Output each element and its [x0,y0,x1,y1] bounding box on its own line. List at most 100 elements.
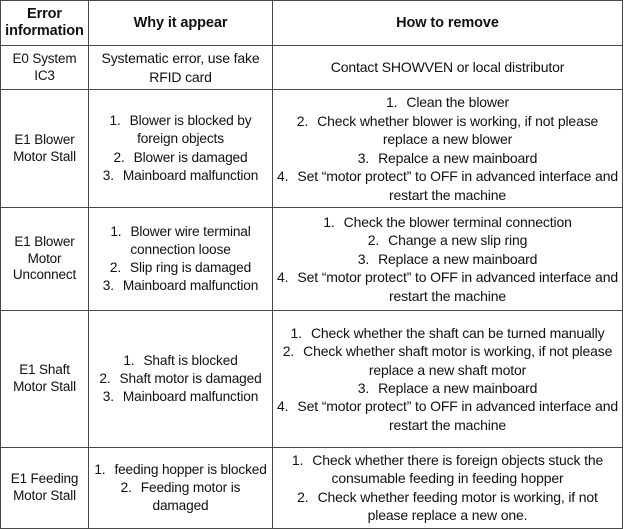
list-item-number: 1. [94,461,106,477]
text-line: Contact SHOWVEN or local distributor [277,58,618,76]
text-line: RFID card [93,68,268,86]
table-row: E1 Shaft Motor Stall 1. Shaft is blocked 2… [0,309,623,448]
numbered-list-item: 1.Check whether the shaft can be turned … [277,324,618,342]
numbered-list-item: 3.Replace a new mainboard [277,379,618,397]
table-header-row: Error information Why it appear How to r… [0,0,623,47]
list-item-number: 2. [282,343,295,360]
list-item-text: Contact SHOWVEN or local distributor [330,59,565,76]
cell-how-to-remove: 1.Check whether the shaft can be turned … [272,309,623,448]
list-item-number: 1. [110,223,122,239]
table-body: E0 System IC3 Systematic error, use fake… [0,45,623,529]
table-row: E0 System IC3 Systematic error, use fake… [0,45,623,91]
text-line-group: 1. Blower is blocked by foreign objects 2.… [93,112,268,184]
text-line-group: Contact SHOWVEN or local distributor [277,58,618,76]
list-item-text: Shaft motor is damaged [119,370,262,386]
numbered-list-item: 2. Check whether feeding motor is working… [277,488,618,525]
list-item-number: 2. [296,112,309,129]
list-item-text: Check whether feeding motor is working, … [317,488,598,524]
list-item-number: 2. [109,259,122,275]
list-item-number: 3. [357,250,370,267]
numbered-list-item: 4. Set “motor protect” to OFF in advanced… [277,268,618,305]
cell-how-to-remove: 1.Check whether there is foreign objects… [272,446,623,529]
list-item-text: Mainboard malfunction [122,389,259,404]
list-item-text: Set “motor protect” to OFF in advanced i… [297,269,618,304]
numbered-list-item: 3. Replace a new mainboard [277,250,618,268]
numbered-list-item: 3.Mainboard malfunction [93,167,268,185]
numbered-list-item: 2. Change a new slip ring [277,231,618,249]
numbered-list-item: 2. Feeding motor is damaged [93,479,268,515]
list-item-text: Blower is damaged [133,149,248,165]
cell-error-code: E1 Feeding Motor Stall [0,446,89,529]
cell-error-code: E1 Blower Motor Unconnect [0,206,89,311]
cell-why-it-appear: 1. Blower is blocked by foreign objects 2.… [88,89,273,208]
cell-how-to-remove: 1. Clean the blower 2. Check whether blower… [272,89,623,208]
list-item-number: 1. [123,352,135,368]
list-item-number: 2. [297,488,309,505]
numbered-list-item: 3. Mainboard malfunction [93,277,268,295]
numbered-list-item: 4.Set “motor protect” to OFF in advanced… [277,397,618,434]
table-row: E1 Blower Motor Stall 1. Blower is blocke… [0,89,623,208]
numbered-list-item: 1.Check whether there is foreign objects… [277,451,618,488]
list-item-number: 2. [120,479,132,495]
numbered-list-item: 1. Blower wire terminal connection loose [93,223,268,259]
numbered-list-item: 3. Repalce a new mainboard [277,149,618,167]
list-item-text: RFID card [149,68,212,85]
list-item-number: 3. [102,389,114,404]
cell-error-code: E0 System IC3 [0,45,89,91]
text-line: Systematic error, use fake [93,49,268,67]
list-item-text: Check whether the shaft can be turned ma… [310,324,605,341]
column-header-why-it-appear: Why it appear [88,0,273,47]
numbered-list-item: 4.Set “motor protect” to OFF in advanced… [277,167,618,204]
text-line-group: 1. Clean the blower 2. Check whether blower… [277,93,618,204]
column-header-error-information: Error information [0,0,89,47]
numbered-list-item: 2. Slip ring is damaged [93,259,268,277]
numbered-list-item: 2. Check whether blower is working, if no… [277,112,618,149]
list-item-text: Shaft is blocked [143,352,238,368]
cell-error-code: E1 Blower Motor Stall [0,89,89,208]
list-item-text: Feeding motor is damaged [140,479,241,513]
numbered-list-item: 2.Blower is damaged [93,149,268,167]
list-item-text: Slip ring is damaged [130,259,252,275]
list-item-number: 1. [323,213,335,230]
list-item-text: Blower wire terminal connection loose [130,223,251,257]
list-item-number: 1. [109,113,121,129]
list-item-number: 2. [367,232,380,249]
list-item-number: 4. [277,269,289,286]
list-item-text: Blower is blocked by foreign objects [129,113,252,147]
list-item-text: Clean the blower [406,94,510,111]
list-item-number: 3. [102,278,114,294]
table-row: E1 Feeding Motor Stall 1.feeding hopper … [0,446,623,529]
numbered-list-item: 2.Check whether shaft motor is working, … [277,342,618,379]
cell-error-code: E1 Shaft Motor Stall [0,309,89,448]
text-line-group: 1.Check whether the shaft can be turned … [277,324,618,435]
list-item-text: Set “motor protect” to OFF in advanced i… [297,168,618,203]
list-item-text: Check whether blower is working, if not … [317,112,599,148]
list-item-text: Replace a new mainboard [378,379,538,396]
text-line-group: 1.Check whether there is foreign objects… [277,451,618,525]
numbered-list-item: 1. Check the blower terminal connection [277,213,618,231]
list-item-number: 3. [357,149,370,166]
table-header: Error information Why it appear How to r… [0,0,623,47]
list-item-text: Change a new slip ring [388,232,528,249]
cell-why-it-appear: 1. Shaft is blocked 2.Shaft motor is damag… [88,309,273,448]
numbered-list-item: 1.feeding hopper is blocked [93,461,268,479]
list-item-text: Repalce a new mainboard [378,149,538,166]
list-item-text: Replace a new mainboard [378,250,538,267]
list-item-text: Check the blower terminal connection [343,213,572,230]
list-item-text: Mainboard malfunction [122,278,259,294]
list-item-number: 4. [277,398,289,415]
column-header-how-to-remove: How to remove [272,0,623,47]
list-item-text: Mainboard malfunction [122,167,259,183]
list-item-text: Systematic error, use fake [101,50,260,67]
text-line-group: 1. Blower wire terminal connection loose 2… [93,223,268,295]
list-item-number: 1. [385,94,398,111]
numbered-list-item: 2.Shaft motor is damaged [93,370,268,388]
